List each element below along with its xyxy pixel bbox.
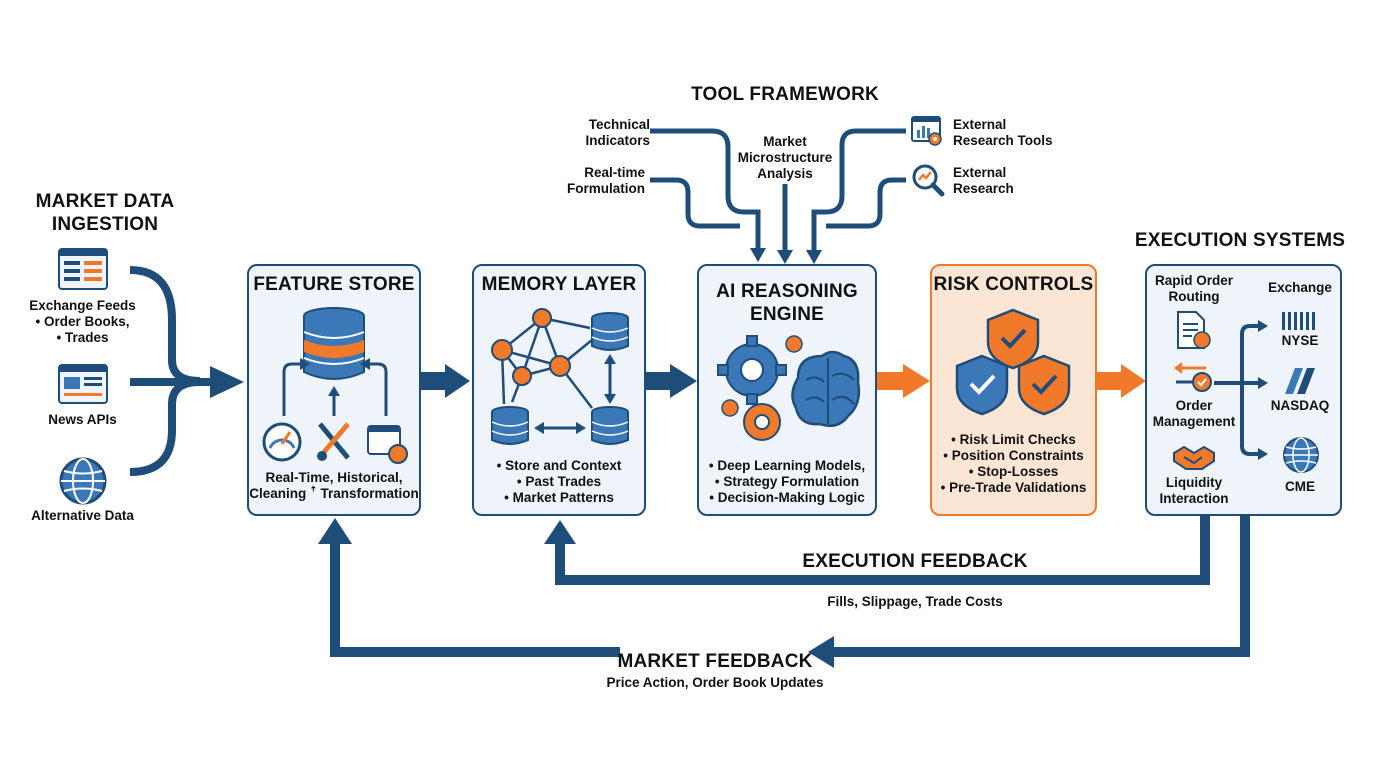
external-research-tools-label: External Research Tools xyxy=(953,117,1053,148)
ingestion-title: MARKET DATA INGESTION xyxy=(35,191,175,235)
market-feedback-desc: Price Action, Order Book Updates xyxy=(606,675,824,690)
cme-label: CME xyxy=(1285,479,1315,494)
realtime-formulation-label: Real-time Formulation xyxy=(567,165,645,196)
handshake-icon xyxy=(1173,445,1215,470)
exchange-feeds-label: Exchange Feeds • Order Books, • Trades xyxy=(29,298,136,345)
news-icon xyxy=(58,364,108,404)
execution-feedback-loop xyxy=(555,516,1210,585)
gear-icon-orange xyxy=(743,403,781,441)
exchange-header: Exchange xyxy=(1268,280,1332,295)
order-management-label: Order Management xyxy=(1152,398,1236,429)
execution-systems-title: EXECUTION SYSTEMS xyxy=(1134,230,1346,251)
nasdaq-label: NASDAQ xyxy=(1270,398,1330,413)
ai-engine-title: AI REASONING ENGINE xyxy=(716,281,858,325)
memory-network-icon xyxy=(491,308,629,445)
magnifier-chart-icon xyxy=(912,164,945,197)
liquidity-label: Liquidity Interaction xyxy=(1159,475,1229,506)
risk-controls-desc: • Risk Limit Checks • Position Constrain… xyxy=(940,432,1087,495)
db-bottomleft xyxy=(491,406,529,445)
external-research-label: External Research xyxy=(953,165,1014,196)
nyse-logo-icon xyxy=(1282,312,1315,330)
nasdaq-logo-icon xyxy=(1285,368,1315,394)
gear-icon-large xyxy=(717,335,787,405)
gears-brain-icon xyxy=(717,335,861,441)
flow-arrows xyxy=(421,364,1146,398)
market-feedback-arrowhead-left xyxy=(808,636,834,668)
exchange-branch-arrows xyxy=(1214,320,1268,460)
order-document-icon xyxy=(1177,311,1211,349)
ingestion-connector xyxy=(129,266,210,476)
risk-controls-title: RISK CONTROLS xyxy=(933,274,1094,295)
order-swap-icon xyxy=(1174,362,1212,392)
execution-feedback-desc: Fills, Slippage, Trade Costs xyxy=(827,594,1003,609)
technical-indicators-label: Technical Indicators xyxy=(585,117,650,148)
ai-engine-desc: • Deep Learning Models, • Strategy Formu… xyxy=(708,458,866,505)
market-feedback-title: MARKET FEEDBACK xyxy=(617,651,813,672)
execution-feedback-arrowhead xyxy=(544,520,576,544)
db-bottomright xyxy=(591,406,629,445)
memory-layer-box xyxy=(472,264,646,516)
globe-icon xyxy=(59,457,107,505)
nyse-label: NYSE xyxy=(1281,333,1319,348)
alternative-data-label: Alternative Data xyxy=(31,508,134,523)
execution-feedback-title: EXECUTION FEEDBACK xyxy=(802,551,1028,572)
brain-icon xyxy=(791,350,861,427)
tool-arrowheads xyxy=(750,248,822,264)
feature-store-title: FEATURE STORE xyxy=(253,274,415,295)
shields-icon xyxy=(955,308,1071,416)
market-microstructure-label: Market Microstructure Analysis xyxy=(737,134,833,181)
tool-arrows xyxy=(650,128,906,250)
cme-globe-icon xyxy=(1283,437,1319,473)
feature-store-desc: Real-Time, Historical, Cleaning ꜛ Transf… xyxy=(249,470,419,501)
database-icon xyxy=(262,307,408,464)
db-topright xyxy=(591,312,629,351)
market-feedback-arrowhead-up xyxy=(318,518,352,544)
memory-layer-title: MEMORY LAYER xyxy=(481,274,637,295)
tool-framework-title: TOOL FRAMEWORK xyxy=(691,84,879,105)
memory-layer-desc: • Store and Context • Past Trades • Mark… xyxy=(496,458,622,505)
market-feedback-loop xyxy=(330,516,1250,657)
news-apis-label: News APIs xyxy=(48,412,117,427)
research-tools-icon xyxy=(911,116,942,146)
exchange-feeds-icon xyxy=(58,248,108,290)
ingestion-arrowhead xyxy=(210,366,244,398)
rapid-routing-label: Rapid Order Routing xyxy=(1154,273,1233,304)
